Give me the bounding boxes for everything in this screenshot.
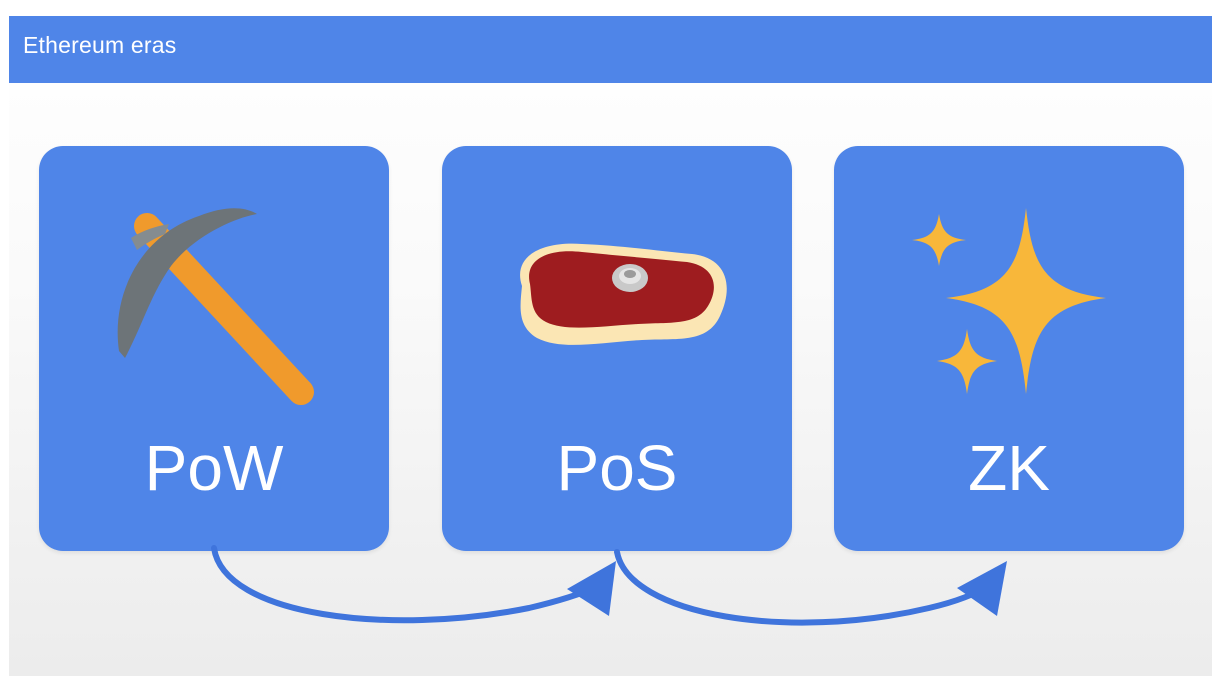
slide-title: Ethereum eras (23, 32, 177, 58)
title-bar: Ethereum eras (9, 16, 1212, 83)
card-zk: ZK (834, 146, 1184, 551)
steak-icon (520, 243, 727, 345)
transition-arrows (211, 545, 1007, 626)
slide: Ethereum eras PoW PoS (9, 16, 1212, 676)
card-pos: PoS (442, 146, 792, 551)
pickaxe-icon (117, 208, 314, 405)
card-pow: PoW (39, 146, 389, 551)
era-label-zk: ZK (968, 432, 1050, 504)
era-label-pow: PoW (144, 432, 284, 504)
arrow-pow-to-pos (211, 545, 616, 624)
era-label-pos: PoS (556, 432, 678, 504)
arrow-pos-to-zk (614, 549, 1007, 626)
sparkles-icon (912, 208, 1106, 394)
